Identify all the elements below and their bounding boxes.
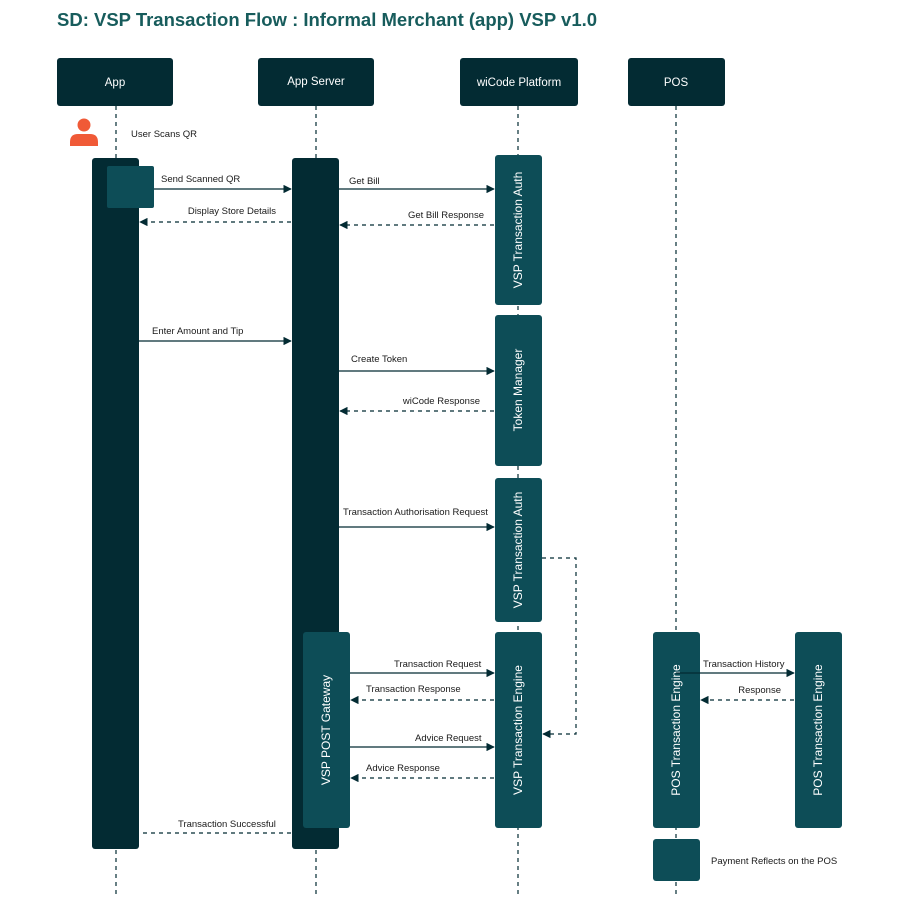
label-enter-amount-tip: Enter Amount and Tip — [152, 326, 243, 337]
label-wicode-response: wiCode Response — [402, 396, 480, 407]
label-send-scanned-qr: Send Scanned QR — [161, 174, 240, 185]
label-create-token: Create Token — [351, 354, 407, 365]
label-advice-response: Advice Response — [366, 763, 440, 774]
activation-app — [92, 158, 139, 849]
pos-transaction-engine-box-1: POS Transaction Engine — [653, 632, 700, 828]
vsp-post-gateway-box: VSP POST Gateway — [303, 632, 350, 828]
label-response: Response — [738, 685, 781, 696]
label-transaction-history: Transaction History — [703, 659, 785, 670]
payment-reflects-label: Payment Reflects on the POS — [711, 856, 837, 867]
participant-app-label: App — [105, 77, 125, 89]
participant-app-server: App Server — [258, 58, 374, 106]
activation-app-self — [107, 166, 154, 208]
label-transaction-response: Transaction Response — [366, 684, 461, 695]
note-user-scans-qr: User Scans QR — [131, 129, 197, 140]
label-transaction-request: Transaction Request — [394, 659, 482, 670]
label-get-bill-response: Get Bill Response — [408, 210, 484, 221]
vsp-transaction-auth-label-1: VSP Transaction Auth — [511, 172, 525, 289]
participant-app: App — [57, 58, 173, 106]
vsp-transaction-auth-box-2: VSP Transaction Auth — [495, 478, 542, 622]
arrow-auth-to-engine — [542, 557, 577, 739]
pos-transaction-engine-box-2: POS Transaction Engine — [795, 632, 842, 828]
user-icon — [70, 118, 98, 146]
label-transaction-successful: Transaction Successful — [178, 819, 276, 830]
payment-reflects-box — [653, 839, 700, 881]
label-get-bill: Get Bill — [349, 176, 380, 187]
pos-transaction-engine-label-2: POS Transaction Engine — [811, 664, 825, 796]
vsp-post-gateway-label: VSP POST Gateway — [319, 675, 333, 785]
token-manager-label: Token Manager — [511, 349, 525, 432]
participant-pos-label: POS — [664, 77, 689, 89]
participant-wicode-platform: wiCode Platform — [460, 58, 578, 106]
label-advice-request: Advice Request — [415, 733, 482, 744]
participant-app-server-label: App Server — [287, 76, 345, 88]
vsp-transaction-engine-label: VSP Transaction Engine — [511, 665, 525, 795]
vsp-transaction-engine-box: VSP Transaction Engine — [495, 632, 542, 828]
label-txn-auth-request: Transaction Authorisation Request — [343, 507, 488, 518]
label-display-store-details: Display Store Details — [188, 206, 276, 217]
pos-transaction-engine-label-1: POS Transaction Engine — [669, 664, 683, 796]
vsp-transaction-auth-label-2: VSP Transaction Auth — [511, 492, 525, 609]
vsp-transaction-auth-box-1: VSP Transaction Auth — [495, 155, 542, 305]
participant-pos: POS — [628, 58, 725, 106]
diagram-title: SD: VSP Transaction Flow : Informal Merc… — [57, 9, 597, 30]
token-manager-box: Token Manager — [495, 315, 542, 466]
message-arrows-dashed — [139, 217, 794, 834]
participant-wicode-platform-label: wiCode Platform — [476, 77, 561, 89]
message-arrows-solid — [139, 184, 795, 752]
